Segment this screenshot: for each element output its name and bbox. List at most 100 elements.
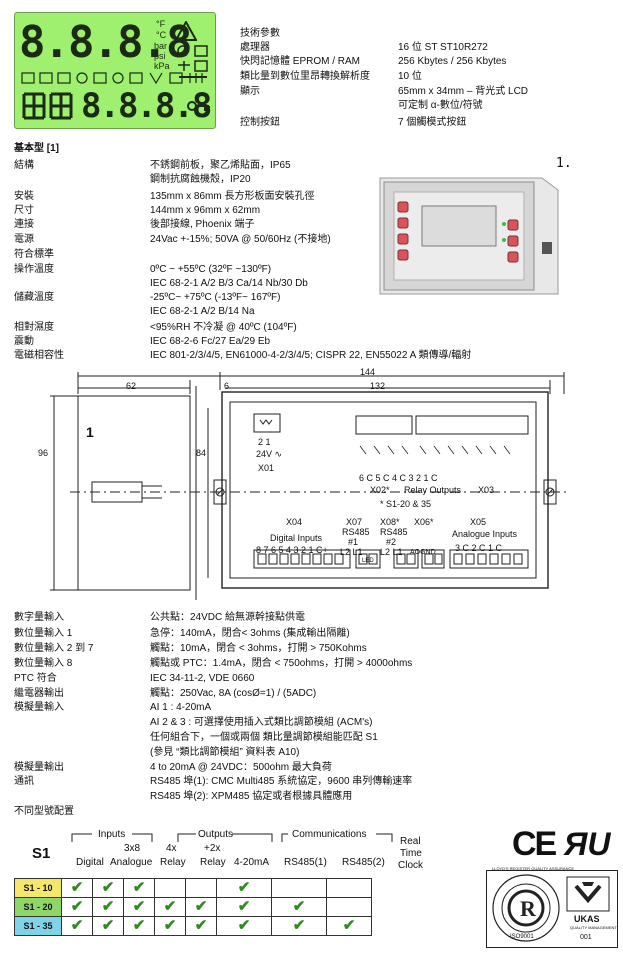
relay-x03: X03 (478, 485, 495, 495)
config-group-inputs: Inputs (98, 829, 126, 840)
tech-key: 顯示 (240, 86, 260, 97)
cell-relay: ✔ (123, 897, 155, 917)
x08-pins: L2 L1 (380, 547, 403, 557)
check-icon: ✔ (292, 917, 306, 934)
tech-key: 快閃記憶體 EPROM / RAM (240, 56, 361, 67)
x05-name: X05 (470, 517, 487, 527)
lcd-key-icon (187, 101, 210, 111)
io-value: RS485 埠(2): XPM485 協定或者根據具體應用 (150, 791, 353, 802)
x01-name: X01 (258, 463, 275, 473)
dim-inner: 84 (196, 448, 207, 458)
svg-text:R: R (520, 896, 537, 921)
cell-rs485-1: ✔ (216, 897, 272, 917)
io-key: 數位量輸入 2 到 7 (14, 643, 94, 654)
dim-6: 6 (224, 381, 230, 391)
dimension-drawing (50, 372, 570, 600)
io-key: 繼電器輸出 (14, 688, 64, 699)
spec-key: 電磁相容性 (14, 350, 64, 361)
config-outputs-2x: +2x (204, 843, 221, 854)
io-key: PTC 符合 (14, 673, 57, 684)
check-icon: ✔ (101, 898, 115, 915)
lcd-top-digits: 8.8.8.8 (19, 17, 192, 68)
io-value: AI 1 : 4-20mA (150, 702, 212, 713)
tech-value: 256 Kbytes / 256 Kbytes (398, 56, 507, 67)
check-icon: ✔ (132, 898, 146, 915)
cell-digital: ✔ (61, 878, 93, 898)
photo-label: 1. (556, 156, 572, 171)
cell-4-20ma: ✔ (185, 897, 217, 917)
config-time: Time (400, 848, 422, 859)
lcd-status-icon-row (21, 72, 203, 85)
config-col-rs485-2: RS485(2) (342, 857, 385, 868)
check-icon: ✔ (237, 917, 251, 934)
cell-analogue: ✔ (92, 916, 124, 936)
check-icon: ✔ (163, 917, 177, 934)
tech-key: 處理器 (240, 42, 270, 53)
config-group-comms: Communications (292, 829, 367, 840)
cell-relay: ✔ (123, 916, 155, 936)
ukas-name: UKAS (574, 914, 600, 924)
spec-value: IEC 68-2-6 Fc/27 Ea/29 Eb (150, 336, 271, 347)
io-key: 模擬量輸出 (14, 762, 64, 773)
io-value: (參見 “類比調節模組” 資料表 A10) (150, 747, 300, 758)
spec-key: 尺寸 (14, 205, 34, 216)
dim-side: 62 (126, 381, 137, 391)
io-value: AI 2 & 3 : 可選擇使用插入式類比調節模組 (ACM's) (150, 717, 373, 728)
lcd-unit-psi: psi (154, 51, 166, 61)
check-icon: ✔ (70, 898, 84, 915)
tech-key: 類比量到數位里昂轉換解析度 (240, 71, 370, 82)
ce-mark: CE (512, 825, 557, 863)
product-photo (372, 172, 562, 300)
spec-value: IEC 68-2-1 A/2 B/3 Ca/14 Nb/30 Db (150, 278, 308, 289)
tech-key: 控制按鈕 (240, 117, 280, 128)
spec-value: IEC 68-2-1 A/2 B/14 Na (150, 306, 255, 317)
relay-x02: X02* (370, 485, 390, 495)
check-icon: ✔ (132, 917, 146, 934)
cell-clock: ✔ (326, 916, 372, 936)
spec-key: 結構 (14, 160, 34, 171)
cell-relay2: ✔ (154, 916, 186, 936)
x08-sub: #2 (386, 537, 397, 547)
x04-pins: 8 7 6 5 4 3 2 1 C+ (256, 545, 328, 555)
cell-digital: ✔ (61, 916, 93, 936)
lcd-unit-f: °F (156, 19, 166, 29)
spec-value: 0ºC ~ +55ºC (32ºF ~130ºF) (150, 264, 272, 275)
io-value: 公共點：24VDC 給無源幹接點供電 (150, 612, 306, 623)
dim-body: 132 (370, 381, 386, 391)
config-real: Real (400, 836, 421, 847)
check-icon: ✔ (101, 879, 115, 896)
dim-total: 144 (360, 367, 376, 377)
spec-value: 不銹鋼前板，聚乙烯貼面，IP65 (150, 160, 291, 171)
check-icon: ✔ (70, 917, 84, 934)
check-icon: ✔ (101, 917, 115, 934)
x05-title: Analogue Inputs (452, 529, 518, 539)
spec-value: 鋼制抗腐蝕機殼，IP20 (150, 174, 251, 185)
cell-rs485-2: ✔ (271, 897, 327, 917)
io-value: RS485 埠(1): CMC Multi485 系統協定，9600 串列傳輸速… (150, 776, 413, 787)
spec-key: 相對濕度 (14, 322, 54, 333)
basic-title: 基本型 [1] (14, 143, 59, 154)
cell-4-20ma (185, 878, 217, 898)
io-value: IEC 34-11-2, VDE 0660 (150, 673, 255, 684)
x08-title: RS485 (380, 527, 408, 537)
check-icon: ✔ (132, 879, 146, 896)
lcd-unit-c: °C (156, 30, 167, 40)
config-table: S1 - 10 ✔ ✔ ✔ ✔ S1 - 20 ✔ ✔ ✔ ✔ ✔ ✔ ✔ S1… (14, 878, 372, 936)
check-icon: ✔ (194, 917, 208, 934)
relay-note: * S1-20 & 35 (380, 499, 432, 509)
ukas-crown-icon (566, 876, 610, 912)
x01-voltage: 24V ∿ (256, 449, 283, 459)
cell-relay: ✔ (123, 878, 155, 898)
io-key: 數字量輸入 (14, 612, 64, 623)
x04-title: Digital Inputs (270, 533, 323, 543)
cell-analogue: ✔ (92, 878, 124, 898)
tech-title: 技術參數 (240, 28, 280, 39)
x08-name: X08* (380, 517, 400, 527)
io-key: 數位量輸入 1 (14, 628, 73, 639)
x07-name: X07 (346, 517, 363, 527)
x01-pins: 2 1 (258, 437, 271, 447)
table-row: S1 - 35 ✔ ✔ ✔ ✔ ✔ ✔ ✔ ✔ (14, 916, 372, 936)
config-col-rs485-1: RS485(1) (284, 857, 327, 868)
cell-4-20ma: ✔ (185, 916, 217, 936)
check-icon: ✔ (237, 898, 251, 915)
